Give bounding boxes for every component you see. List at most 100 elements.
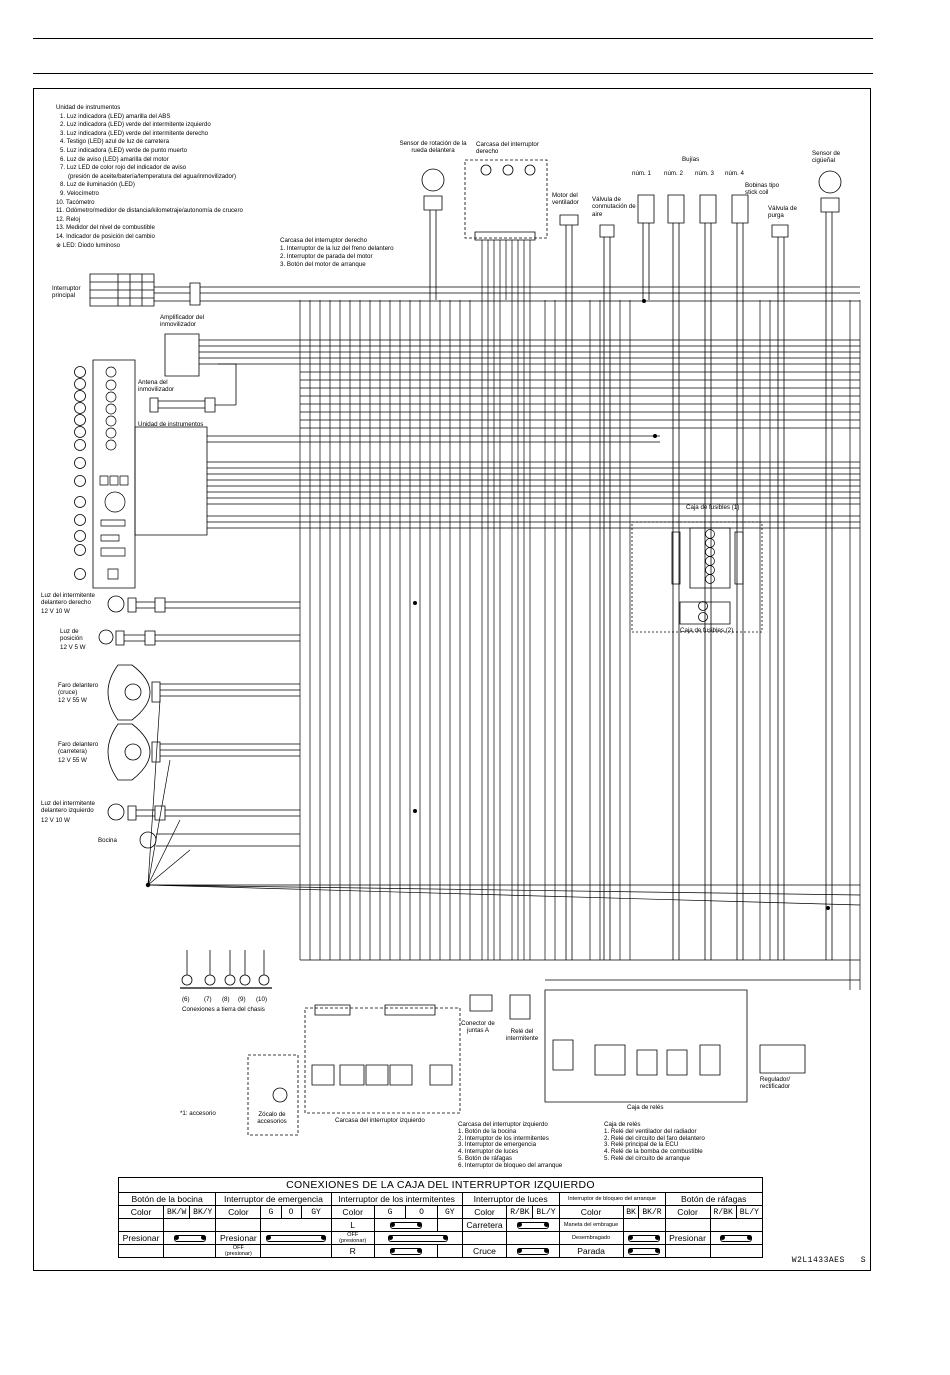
immobilizer-amp-label: Amplificador del inmovilizador	[160, 314, 205, 329]
headlight-low-label: Faro delantero (cruce)	[58, 682, 99, 697]
right-switch-legend-item: 1. Interruptor de la luz del freno delan…	[280, 245, 394, 252]
relay-legend-item: 1. Relé del ventilador del radiador	[604, 1127, 697, 1135]
horn-color: BK/Y	[189, 1205, 217, 1219]
turn-color: GY	[436, 1205, 463, 1219]
group-start-lock: Interruptor de bloqueo del arranque	[558, 1192, 666, 1206]
flash-color: BL/Y	[735, 1205, 764, 1219]
right-switch-legend-item: 3. Botón del motor de arranque	[280, 261, 366, 268]
left-switch-legend: Carcasa del interruptor izquierdo 1. Bot…	[458, 1121, 562, 1170]
left-switch-housing-label: Carcasa del interruptor izquierdo	[335, 1117, 425, 1124]
legend-item: 12. Reloj	[56, 215, 81, 223]
turn-off: OFF(presionar)	[330, 1231, 375, 1245]
connection-bar	[506, 1218, 560, 1232]
turn-front-left-spec: 12 V 10 W	[41, 817, 70, 824]
group-hazard: Interruptor de emergencia	[215, 1192, 332, 1206]
legend-item: 1. Luz indicadora (LED) amarilla del ABS	[60, 112, 171, 120]
turn-front-right-spec: 12 V 10 W	[41, 608, 70, 615]
hazard-color: GY	[300, 1205, 332, 1219]
legend-item: 3. Luz indicadora (LED) verde del interm…	[60, 129, 209, 137]
low-beam: Cruce	[461, 1244, 508, 1258]
headlight-high-label: Faro delantero (carretera)	[58, 741, 99, 756]
legend-item: 7. Luz LED de color rojo del indicador d…	[60, 164, 187, 172]
doc-suffix: S	[860, 1256, 866, 1265]
connection-bar	[163, 1231, 217, 1245]
plug-4-label: núm. 4	[725, 170, 744, 177]
horn-color: BK/W	[163, 1205, 191, 1219]
hazard-off: OFF(presionar)	[215, 1244, 262, 1258]
relay-legend-item: 5. Relé del circuito de arranque	[604, 1154, 690, 1162]
legend-item: 2. Luz indicadora (LED) verde del interm…	[60, 121, 211, 129]
legend-item: (presión de aceite/batería/temperatura d…	[68, 172, 237, 180]
relay-legend-item: 4. Relé de la bomba de combustible	[604, 1148, 703, 1156]
connection-bar	[622, 1244, 666, 1258]
connection-bar	[260, 1231, 332, 1245]
color-label: Color	[558, 1205, 624, 1219]
main-switch-label: Interruptor principal	[52, 285, 81, 300]
light-color: R/BK	[506, 1205, 534, 1219]
crank-sensor-label: Sensor de cigüeñal	[812, 150, 841, 165]
header-rule	[33, 73, 873, 74]
plug-2-label: núm. 2	[664, 170, 683, 177]
hazard-color: G	[260, 1205, 282, 1219]
legend-item: 6. Luz de aviso (LED) amarilla del motor	[60, 155, 169, 163]
right-switch-legend: Carcasa del interruptor derecho 1. Inter…	[280, 237, 394, 269]
turn-front-right-label: Luz del intermitente delantero derecho	[41, 592, 95, 607]
plug-1-label: núm. 1	[632, 170, 651, 177]
left-switch-connections-table: CONEXIONES DE LA CAJA DEL INTERRUPTOR IZ…	[117, 1177, 764, 1258]
diagram-frame	[33, 88, 871, 1271]
legend-item: 5. Luz indicadora (LED) verde de punto m…	[60, 146, 188, 154]
starter-relay-label: Relé del intermitente	[505, 1028, 539, 1043]
lock-color: BK/R	[638, 1205, 666, 1219]
ground-label-8: (8)	[222, 996, 230, 1003]
ground-label-6: (6)	[182, 996, 190, 1003]
relay-legend-item: 3. Relé principal de la ECU	[604, 1141, 679, 1149]
horn-label: Bocina	[98, 837, 117, 844]
engaged: Parada	[558, 1244, 624, 1258]
immobilizer-antenna-label: Antena del inmovilizador	[138, 379, 175, 394]
headlight-low-spec: 12 V 55 W	[58, 697, 87, 704]
turn-color: O	[405, 1205, 438, 1219]
regulator-label: Regulador/ rectificador	[759, 1076, 791, 1091]
left-switch-legend-item: 3. Interruptor de emergencia	[458, 1141, 537, 1149]
position-light-label: Luz de posición	[60, 628, 83, 643]
fan-motor-label: Motor del ventilador	[552, 192, 579, 207]
color-label: Color	[461, 1205, 508, 1219]
fuse-box-1-label: Caja de fusibles (1)	[686, 504, 740, 511]
plug-3-label: núm. 3	[695, 170, 714, 177]
purge-valve-label: Válvula de purga	[768, 205, 797, 220]
air-valve-label: Válvula de conmutación de aire	[592, 196, 636, 218]
flash-press: Presionar	[664, 1231, 711, 1245]
doc-code: W2L1433AES	[791, 1256, 845, 1265]
headlight-high-spec: 12 V 55 W	[58, 757, 87, 764]
ground-caption: Conexiones a tierra del chasis	[182, 1006, 265, 1013]
relay-legend-title: Caja de relés	[604, 1121, 641, 1128]
disengaged: Desembragado	[558, 1231, 624, 1245]
connection-bar	[373, 1244, 438, 1258]
turn-front-left-label: Luz del intermitente delantero izquierdo	[41, 800, 95, 815]
color-label: Color	[330, 1205, 375, 1219]
legend-item: 13. Medidor del nivel de combustible	[56, 224, 155, 232]
turn-color: G	[373, 1205, 407, 1219]
instrument-legend: Unidad de instrumentos 1. Luz indicadora…	[56, 104, 243, 250]
color-label: Color	[664, 1205, 711, 1219]
left-switch-legend-item: 5. Botón de ráfagas	[458, 1154, 513, 1162]
top-rule	[33, 38, 873, 39]
relay-box-label: Caja de relés	[627, 1104, 664, 1111]
relay-legend: Caja de relés 1. Relé del ventilador del…	[604, 1121, 705, 1163]
ground-label-10: (10)	[256, 996, 268, 1003]
group-horn: Botón de la bocina	[117, 1192, 217, 1206]
legend-item: 8. Luz de iluminación (LED)	[60, 181, 135, 189]
instrument-unit-label: Unidad de instrumentos	[138, 421, 204, 428]
legend-item: 10. Tacómetro	[56, 198, 95, 206]
position-light-spec: 12 V 5 W	[60, 644, 86, 651]
high-beam: Carretera	[461, 1218, 508, 1232]
left-switch-legend-item: 4. Interruptor de luces	[458, 1148, 519, 1156]
color-label: Color	[117, 1205, 165, 1219]
connection-bar	[373, 1218, 438, 1232]
group-turn: Interruptor de los intermitentes	[330, 1192, 463, 1206]
right-switch-housing-label: Carcasa del interruptor derecho	[476, 141, 539, 156]
spark-plugs-label: Bujías	[682, 156, 700, 163]
fuse-box-2-label: Caja de fusibles (2)	[680, 627, 734, 634]
legend-title: Unidad de instrumentos	[56, 104, 121, 111]
ground-label-9: (9)	[238, 996, 246, 1003]
